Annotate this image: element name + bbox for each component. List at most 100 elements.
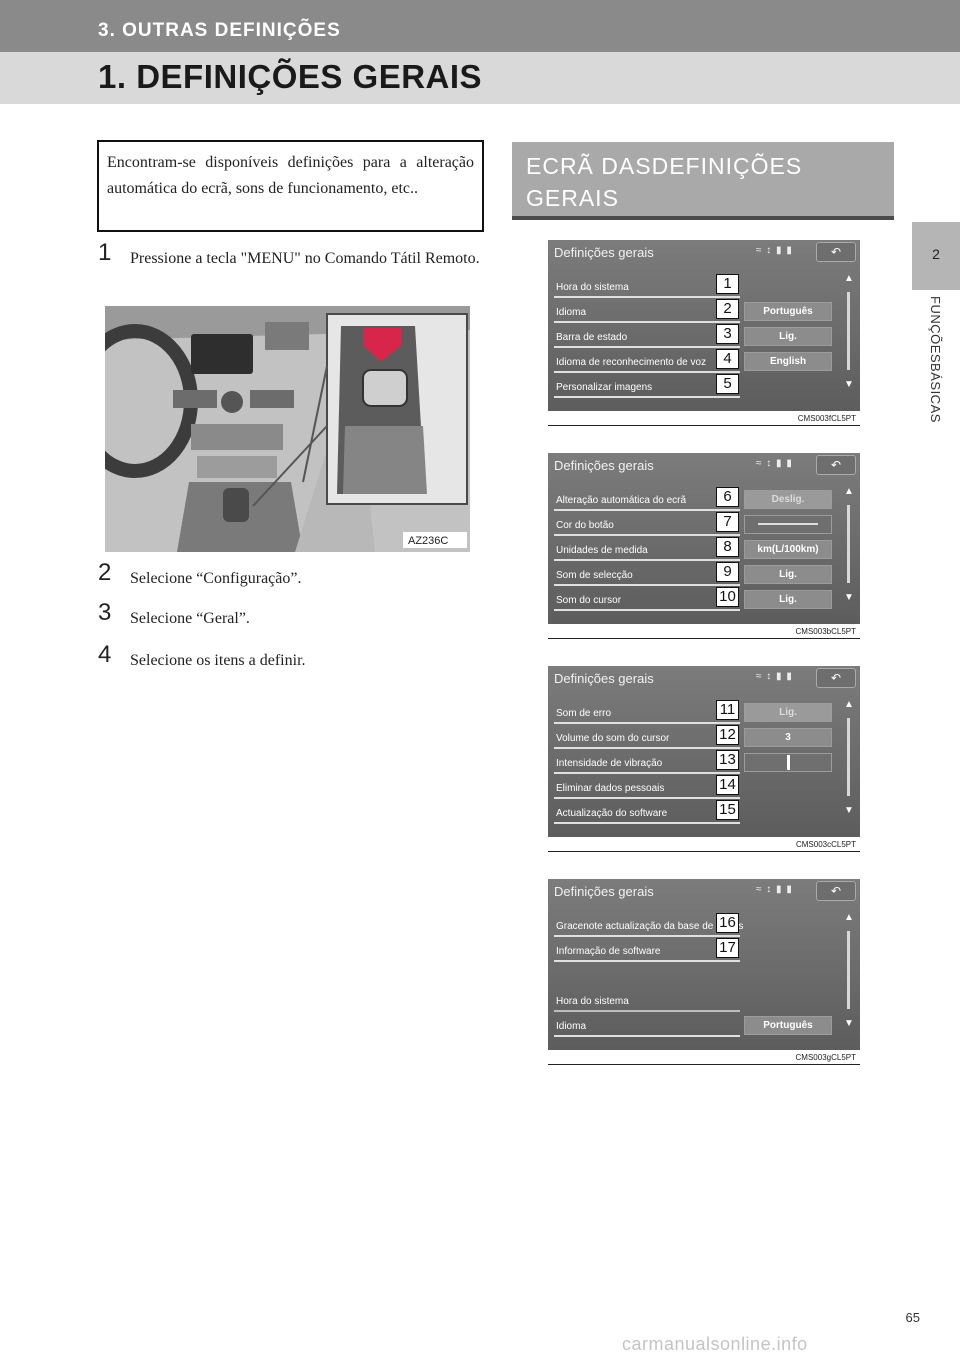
setting-value: Lig.: [744, 565, 832, 584]
step-text: Selecione os itens a definir.: [130, 652, 306, 669]
remote-touch-photo: AZ236C: [105, 306, 470, 552]
scroll-track[interactable]: [847, 931, 850, 1009]
settings-row[interactable]: Hora do sistema: [554, 992, 740, 1012]
settings-row-label: Hora do sistema: [556, 282, 629, 293]
vibration-intensity-bar: [744, 753, 832, 772]
callout-number: 5: [716, 374, 739, 394]
figure-code: CMS003gCL5PT: [795, 1053, 856, 1062]
settings-row-label: Som de erro: [556, 708, 612, 719]
scrollbar[interactable]: ▲ ▼: [842, 485, 856, 605]
settings-row-label: Alteração automática do ecrã: [556, 495, 687, 506]
callout-number: 2: [716, 299, 739, 319]
scroll-down-icon[interactable]: ▼: [844, 592, 854, 603]
setting-value: Português: [744, 302, 832, 321]
settings-row[interactable]: Idioma: [554, 1017, 740, 1037]
back-button[interactable]: ↶: [816, 455, 856, 475]
intro-box: Encontram-se disponíveis definições para…: [97, 140, 484, 232]
scroll-up-icon[interactable]: ▲: [844, 273, 854, 284]
section-heading: ECRÃ DASDEFINIÇÕES GERAIS: [512, 142, 894, 220]
settings-screen-3: Definições gerais ≈ ↕ ▮ ▮ ↶ Som de erro …: [548, 666, 860, 852]
step-number: 2: [98, 559, 112, 586]
settings-row[interactable]: Alteração automática do ecrã: [554, 491, 740, 511]
figure-code-band: CMS003gCL5PT: [548, 1050, 860, 1064]
settings-row-label: Idioma: [556, 1021, 587, 1032]
figure-code: CMS003bCL5PT: [795, 627, 856, 636]
page-title: 1. DEFINIÇÕES GERAIS: [98, 58, 483, 95]
scroll-up-icon[interactable]: ▲: [844, 912, 854, 923]
callout-number: 3: [716, 324, 739, 344]
setting-value: Lig.: [744, 590, 832, 609]
settings-row-label: Eliminar dados pessoais: [556, 783, 665, 794]
settings-row[interactable]: Volume do som do cursor: [554, 729, 740, 749]
step-number: 3: [98, 599, 112, 626]
back-button[interactable]: ↶: [816, 668, 856, 688]
photo-code: AZ236C: [408, 535, 448, 547]
callout-number: 7: [716, 512, 739, 532]
figure-code-band: CMS003bCL5PT: [548, 624, 860, 638]
settings-row-label: Actualização do software: [556, 808, 668, 819]
figure-code: CMS003fCL5PT: [797, 414, 856, 423]
scroll-track[interactable]: [847, 292, 850, 370]
figure-code: CMS003cCL5PT: [795, 840, 856, 849]
settings-row-label: Idioma: [556, 307, 587, 318]
step-number: 1: [98, 239, 112, 266]
chapter-header-band: [0, 0, 960, 52]
scroll-down-icon[interactable]: ▼: [844, 1018, 854, 1029]
scroll-up-icon[interactable]: ▲: [844, 699, 854, 710]
scroll-track[interactable]: [847, 505, 850, 583]
scroll-track[interactable]: [847, 718, 850, 796]
chapter-tab-label: FUNÇÕESBÁSICAS: [928, 296, 943, 423]
scroll-down-icon[interactable]: ▼: [844, 379, 854, 390]
scroll-up-icon[interactable]: ▲: [844, 486, 854, 497]
callout-number: 12: [716, 725, 739, 745]
settings-row-label: Intensidade de vibração: [556, 758, 663, 769]
section-heading-text: ECRÃ DASDEFINIÇÕES GERAIS: [526, 153, 803, 211]
back-button[interactable]: ↶: [816, 881, 856, 901]
callout-number: 6: [716, 487, 739, 507]
screen-title: Definições gerais: [554, 671, 654, 686]
callout-number: 4: [716, 349, 739, 369]
settings-row-label: Som do cursor: [556, 595, 622, 606]
settings-row[interactable]: Idioma de reconhecimento de voz: [554, 353, 740, 373]
callout-number: 16: [716, 913, 739, 933]
settings-row[interactable]: Intensidade de vibração: [554, 754, 740, 774]
step-number: 4: [98, 641, 112, 668]
settings-row-label: Barra de estado: [556, 332, 628, 343]
settings-row[interactable]: Actualização do software: [554, 804, 740, 824]
settings-row[interactable]: Gracenote actualização da base de dados: [554, 917, 744, 937]
settings-row[interactable]: Personalizar imagens: [554, 378, 740, 398]
settings-row[interactable]: Eliminar dados pessoais: [554, 779, 740, 799]
scrollbar[interactable]: ▲ ▼: [842, 698, 856, 818]
callout-number: 14: [716, 775, 739, 795]
step-text: Selecione “Configuração”.: [130, 570, 302, 587]
settings-row[interactable]: Som de selecção: [554, 566, 740, 586]
settings-row[interactable]: Som de erro: [554, 704, 740, 724]
settings-row[interactable]: Barra de estado: [554, 328, 740, 348]
button-color-swatch: [744, 515, 832, 534]
scroll-down-icon[interactable]: ▼: [844, 805, 854, 816]
back-button[interactable]: ↶: [816, 242, 856, 262]
settings-row-label: Unidades de medida: [556, 545, 648, 556]
setting-value: Português: [744, 1016, 832, 1035]
settings-screen-1: Definições gerais ≈ ↕ ▮ ▮ ↶ Hora do sist…: [548, 240, 860, 426]
step-text: Pressione a tecla "MENU" no Comando Táti…: [130, 250, 480, 267]
scrollbar[interactable]: ▲ ▼: [842, 911, 856, 1031]
callout-number: 8: [716, 537, 739, 557]
settings-row[interactable]: Idioma: [554, 303, 740, 323]
settings-row[interactable]: Informação de software: [554, 942, 740, 962]
watermark: carmanualsonline.info: [622, 1334, 808, 1354]
page-number: 65: [905, 1310, 920, 1325]
settings-row-label: Gracenote actualização da base de dados: [556, 921, 744, 932]
settings-row-label: Hora do sistema: [556, 996, 629, 1007]
settings-row[interactable]: Unidades de medida: [554, 541, 740, 561]
callout-number: 15: [716, 800, 739, 820]
settings-row-label: Personalizar imagens: [556, 382, 653, 393]
settings-row-label: Volume do som do cursor: [556, 733, 670, 744]
settings-row-label: Idioma de reconhecimento de voz: [556, 357, 707, 368]
settings-row[interactable]: Cor do botão: [554, 516, 740, 536]
settings-row[interactable]: Som do cursor: [554, 591, 740, 611]
settings-row[interactable]: Hora do sistema: [554, 278, 740, 298]
settings-screen-2: Definições gerais ≈ ↕ ▮ ▮ ↶ Alteração au…: [548, 453, 860, 639]
scrollbar[interactable]: ▲ ▼: [842, 272, 856, 392]
callout-number: 17: [716, 938, 739, 958]
